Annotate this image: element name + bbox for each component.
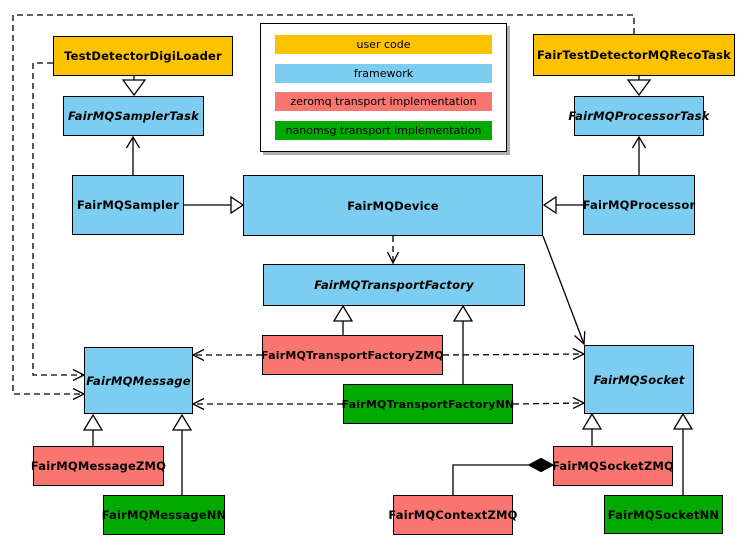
edge-digiloader-message bbox=[32, 62, 84, 376]
node-fairmqprocessor: FairMQProcessor bbox=[583, 175, 695, 235]
node-testdetectordigiloader: TestDetectorDigiLoader bbox=[53, 36, 233, 76]
node-fairmqtransportfactory: FairMQTransportFactory bbox=[263, 264, 525, 306]
node-fairtestdetectormqrecotask: FairTestDetectorMQRecoTask bbox=[533, 34, 735, 76]
legend-item-zeromq: zeromq transport implementation bbox=[275, 92, 492, 112]
open-arrowhead bbox=[574, 331, 586, 346]
open-arrowhead bbox=[191, 397, 205, 411]
open-arrowhead bbox=[191, 348, 205, 362]
node-fairmqsamplertask: FairMQSamplerTask bbox=[63, 96, 204, 136]
composition-diamond bbox=[527, 457, 555, 473]
node-fairmqtransportfactoryzmq: FairMQTransportFactoryZMQ bbox=[261, 335, 444, 375]
edge-device-socket bbox=[542, 235, 585, 345]
legend: user code framework zeromq transport imp… bbox=[260, 23, 507, 152]
node-fairmqtransportfactorynn: FairMQTransportFactoryNN bbox=[342, 384, 514, 424]
edge-recotask-message bbox=[12, 14, 635, 395]
node-fairmqcontextzmq: FairMQContextZMQ bbox=[388, 495, 517, 535]
open-arrowhead bbox=[125, 135, 141, 149]
node-fairmqmessagezmq: FairMQMessageZMQ bbox=[31, 446, 166, 486]
open-arrowhead bbox=[631, 135, 647, 149]
node-fairmqsampler: FairMQSampler bbox=[72, 175, 184, 235]
node-fairmqsocketzmq: FairMQSocketZMQ bbox=[552, 446, 674, 486]
open-arrowhead bbox=[386, 251, 400, 265]
node-fairmqprocessortask: FairMQProcessorTask bbox=[568, 96, 709, 136]
node-fairmqmessagenn: FairMQMessageNN bbox=[102, 495, 226, 535]
legend-item-framework: framework bbox=[275, 63, 492, 83]
node-fairmqdevice: FairMQDevice bbox=[243, 175, 543, 236]
edge-tfzmq-socket bbox=[442, 353, 585, 356]
node-fairmqsocket: FairMQSocket bbox=[584, 345, 694, 414]
node-fairmqsocketnn: FairMQSocketNN bbox=[604, 495, 723, 534]
edge-tfnn-socket bbox=[512, 402, 585, 405]
legend-item-nanomsg: nanomsg transport implementation bbox=[275, 120, 492, 140]
node-fairmqmessage: FairMQMessage bbox=[84, 347, 193, 414]
legend-item-user-code: user code bbox=[275, 35, 492, 55]
edge-contextzmq-socketzmq bbox=[452, 464, 529, 495]
